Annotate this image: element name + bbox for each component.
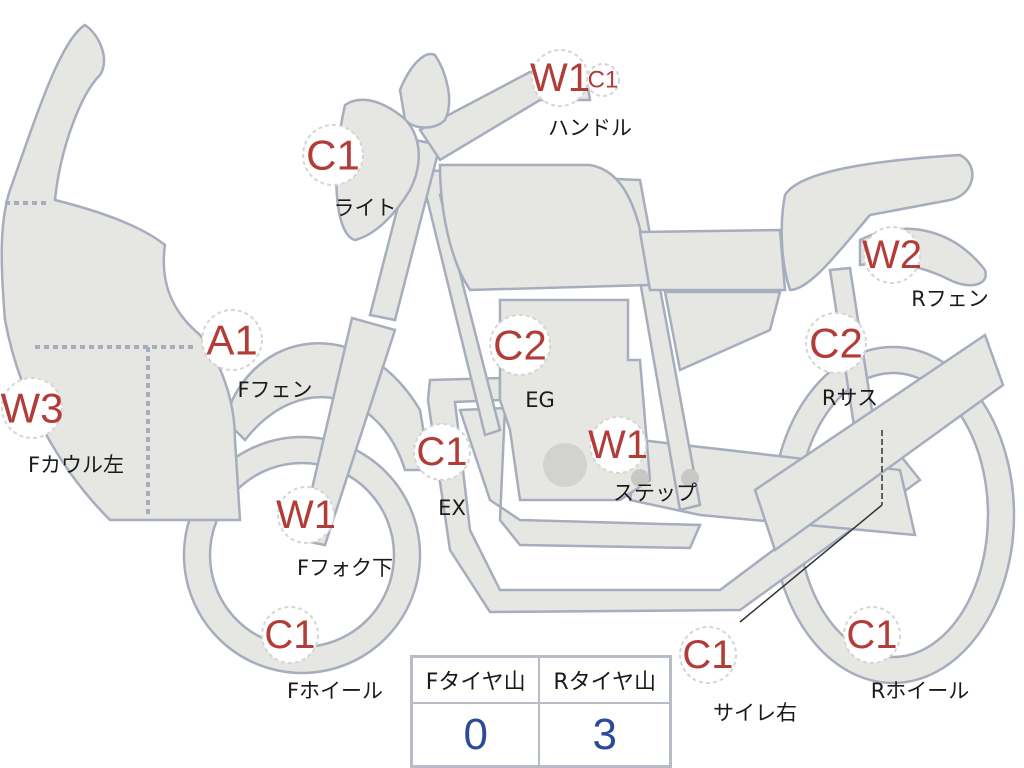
step-peg [681,469,699,487]
damage-marker-exhaust: C1 EX [413,423,471,520]
svg-text:ハンドル: ハンドル [548,116,632,140]
damage-marker-engine: C2 EG [489,314,555,412]
svg-text:Rホイール: Rホイール [871,679,970,703]
fuel-tank [438,163,652,292]
damage-marker-rear-wheel: C1 Rホイール [843,606,970,703]
muffler [753,333,1005,553]
svg-text:Fフォク下: Fフォク下 [297,556,393,580]
step-peg [631,469,649,487]
svg-text:C2: C2 [809,320,863,367]
svg-text:Rサス: Rサス [822,386,878,410]
mirror [398,52,451,129]
damage-marker-fork-lower: W1 Fフォク下 [276,486,393,580]
svg-text:C1: C1 [264,613,315,657]
svg-text:EG: EG [525,388,555,412]
svg-text:C1: C1 [682,633,733,677]
svg-text:C2: C2 [493,322,547,369]
svg-text:W1: W1 [588,423,648,467]
svg-text:C1: C1 [306,132,360,179]
seat [638,228,787,292]
damage-marker-muffler-right: C1 サイレ右 [679,626,797,725]
damage-marker-front-wheel: C1 Fホイール [261,606,383,703]
leader-line [739,504,883,623]
front-fork-lower [298,316,397,547]
svg-text:サイレ右: サイレ右 [713,701,797,725]
rear-tire-header: Rタイヤ山 [538,655,672,704]
svg-text:W1: W1 [276,493,336,537]
svg-text:ライト: ライト [334,196,397,220]
damage-marker-rear-suspension: C2 Rサス [805,312,878,410]
rear-tire-value: 3 [538,702,672,768]
svg-text:W2: W2 [862,233,922,277]
damage-marker-handle-2: C1 [586,63,620,97]
svg-text:Rフェン: Rフェン [911,287,989,311]
cowl-seam [5,201,195,515]
svg-text:ステップ: ステップ [613,481,697,505]
front-tire-header: Fタイヤ山 [410,655,541,704]
svg-text:C1: C1 [846,613,897,657]
svg-text:C1: C1 [416,430,467,474]
svg-text:A1: A1 [206,317,257,364]
damage-marker-light: C1 ライト [302,124,397,220]
damage-marker-front-cowl-left: W3 Fカウル左 [1,377,124,477]
svg-text:Fカウル左: Fカウル左 [28,453,124,477]
damage-marker-rear-fender: W2 Rフェン [862,226,989,311]
svg-text:Fフェン: Fフェン [237,378,312,402]
svg-text:C1: C1 [588,67,619,94]
svg-text:EX: EX [438,496,466,520]
svg-text:Fホイール: Fホイール [287,679,383,703]
headlight [335,98,420,242]
svg-text:W3: W3 [1,385,64,432]
side-cover [663,290,782,372]
svg-text:W1: W1 [530,56,590,100]
engine-cover [543,443,587,487]
tail-cowl [780,153,974,292]
damage-marker-step: W1 ステップ [588,416,697,505]
damage-marker-front-fender: A1 Fフェン [201,309,313,402]
front-cowl [0,23,242,522]
damage-marker-handle: W1 ハンドル [530,49,632,140]
tire-tread-table: Fタイヤ山 Rタイヤ山 0 3 [410,655,672,768]
front-tire-value: 0 [410,702,541,768]
